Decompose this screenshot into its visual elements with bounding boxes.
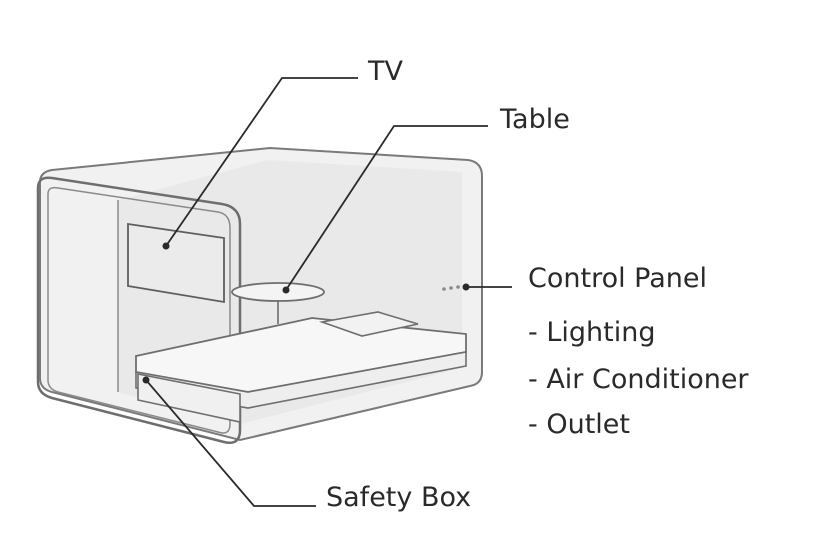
table-leader-line (285, 125, 488, 291)
tv-screen (127, 222, 225, 304)
safety-box-label: Safety Box (326, 482, 471, 513)
capsule-front-frame-inner (47, 186, 231, 434)
control-panel-label: Control Panel (528, 263, 707, 294)
control-panel-dot (442, 287, 446, 291)
pillow (318, 311, 419, 337)
feature-air-conditioner: - Air Conditioner (528, 364, 749, 395)
table-top (231, 282, 325, 302)
tv-leader-line (165, 77, 358, 247)
control-panel-dot (456, 285, 460, 289)
table-label: Table (499, 104, 570, 135)
control-panel-dot (449, 286, 453, 290)
safety-box-leader-dot (142, 376, 150, 384)
safety-box-leader-line (145, 379, 316, 507)
capsule-front-frame (36, 176, 242, 444)
feature-lighting: - Lighting (528, 317, 655, 348)
tv-label: TV (367, 56, 403, 87)
control-panel-leader-dot (462, 283, 470, 291)
table-leader-dot (282, 286, 290, 294)
safety-box (137, 373, 241, 423)
feature-outlet: - Outlet (528, 409, 630, 440)
tv-leader-dot (162, 242, 170, 250)
